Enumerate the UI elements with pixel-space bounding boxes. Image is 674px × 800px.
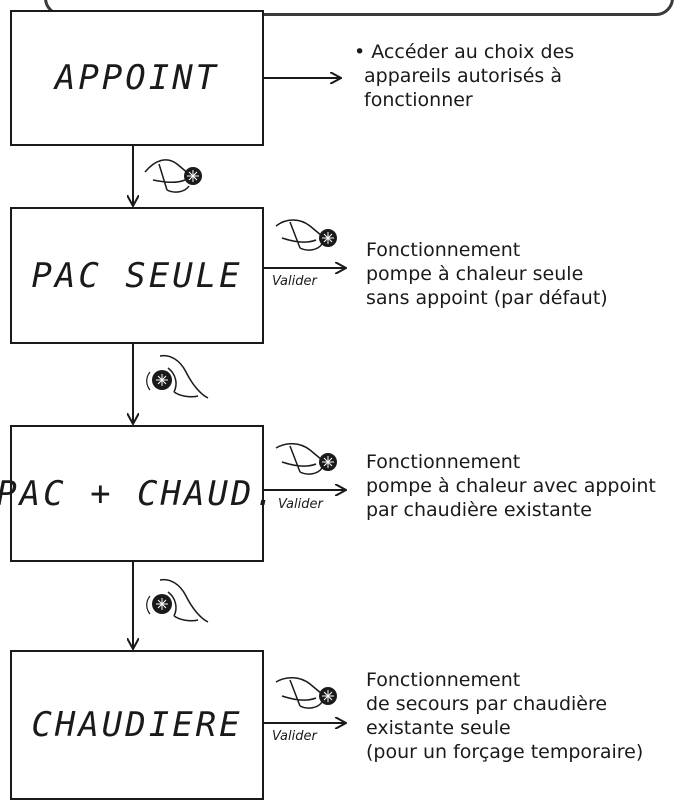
- state-label-appoint: APPOINT: [54, 58, 220, 98]
- outcome-line: (pour un forçage temporaire): [366, 741, 644, 763]
- state-label-pac-seule: PAC SEULE: [31, 255, 243, 296]
- state-box-pac-seule: PAC SEULE: [10, 207, 264, 344]
- outcome-pac-chaud: Fonctionnement pompe à chaleur avec appo…: [366, 450, 656, 522]
- state-box-chaudiere: CHAUDIERE: [10, 650, 264, 800]
- outcome-line: Fonctionnement: [366, 239, 521, 261]
- intro-description: • Accéder au choix des appareils autoris…: [354, 40, 574, 112]
- state-label-chaudiere: CHAUDIERE: [31, 705, 243, 745]
- hand-press-knob-icon: [275, 677, 337, 709]
- state-label-pac-chaud: PAC + CHAUD.: [0, 473, 278, 514]
- hand-turn-knob-icon: [146, 578, 209, 623]
- intro-line-1: Accéder au choix des: [371, 41, 575, 63]
- outcome-line: existante seule: [366, 717, 511, 739]
- intro-line-3: fonctionner: [364, 89, 473, 111]
- hand-turn-knob-icon: [146, 354, 209, 399]
- validate-label: Valider: [272, 729, 317, 744]
- outcome-line: de secours par chaudière: [366, 693, 608, 715]
- outcome-pac-seule: Fonctionnement pompe à chaleur seule san…: [366, 238, 608, 310]
- outcome-line: pompe à chaleur avec appoint: [366, 475, 656, 497]
- outcome-line: sans appoint (par défaut): [366, 287, 608, 309]
- intro-line-2: appareils autorisés à: [364, 65, 563, 87]
- outcome-chaudiere: Fonctionnement de secours par chaudière …: [366, 668, 643, 764]
- bullet: •: [354, 41, 366, 63]
- state-box-pac-chaud: PAC + CHAUD.: [0, 425, 275, 562]
- outcome-line: Fonctionnement: [366, 669, 521, 691]
- outcome-line: Fonctionnement: [366, 451, 521, 473]
- hand-press-knob-icon: [144, 159, 202, 193]
- hand-press-knob-icon: [275, 219, 337, 251]
- validate-label: Valider: [272, 274, 317, 289]
- outcome-line: pompe à chaleur seule: [366, 263, 584, 285]
- outcome-line: par chaudière existante: [366, 499, 592, 521]
- hand-press-knob-icon: [275, 443, 337, 475]
- validate-label: Valider: [278, 497, 323, 512]
- state-box-appoint: APPOINT: [10, 10, 264, 146]
